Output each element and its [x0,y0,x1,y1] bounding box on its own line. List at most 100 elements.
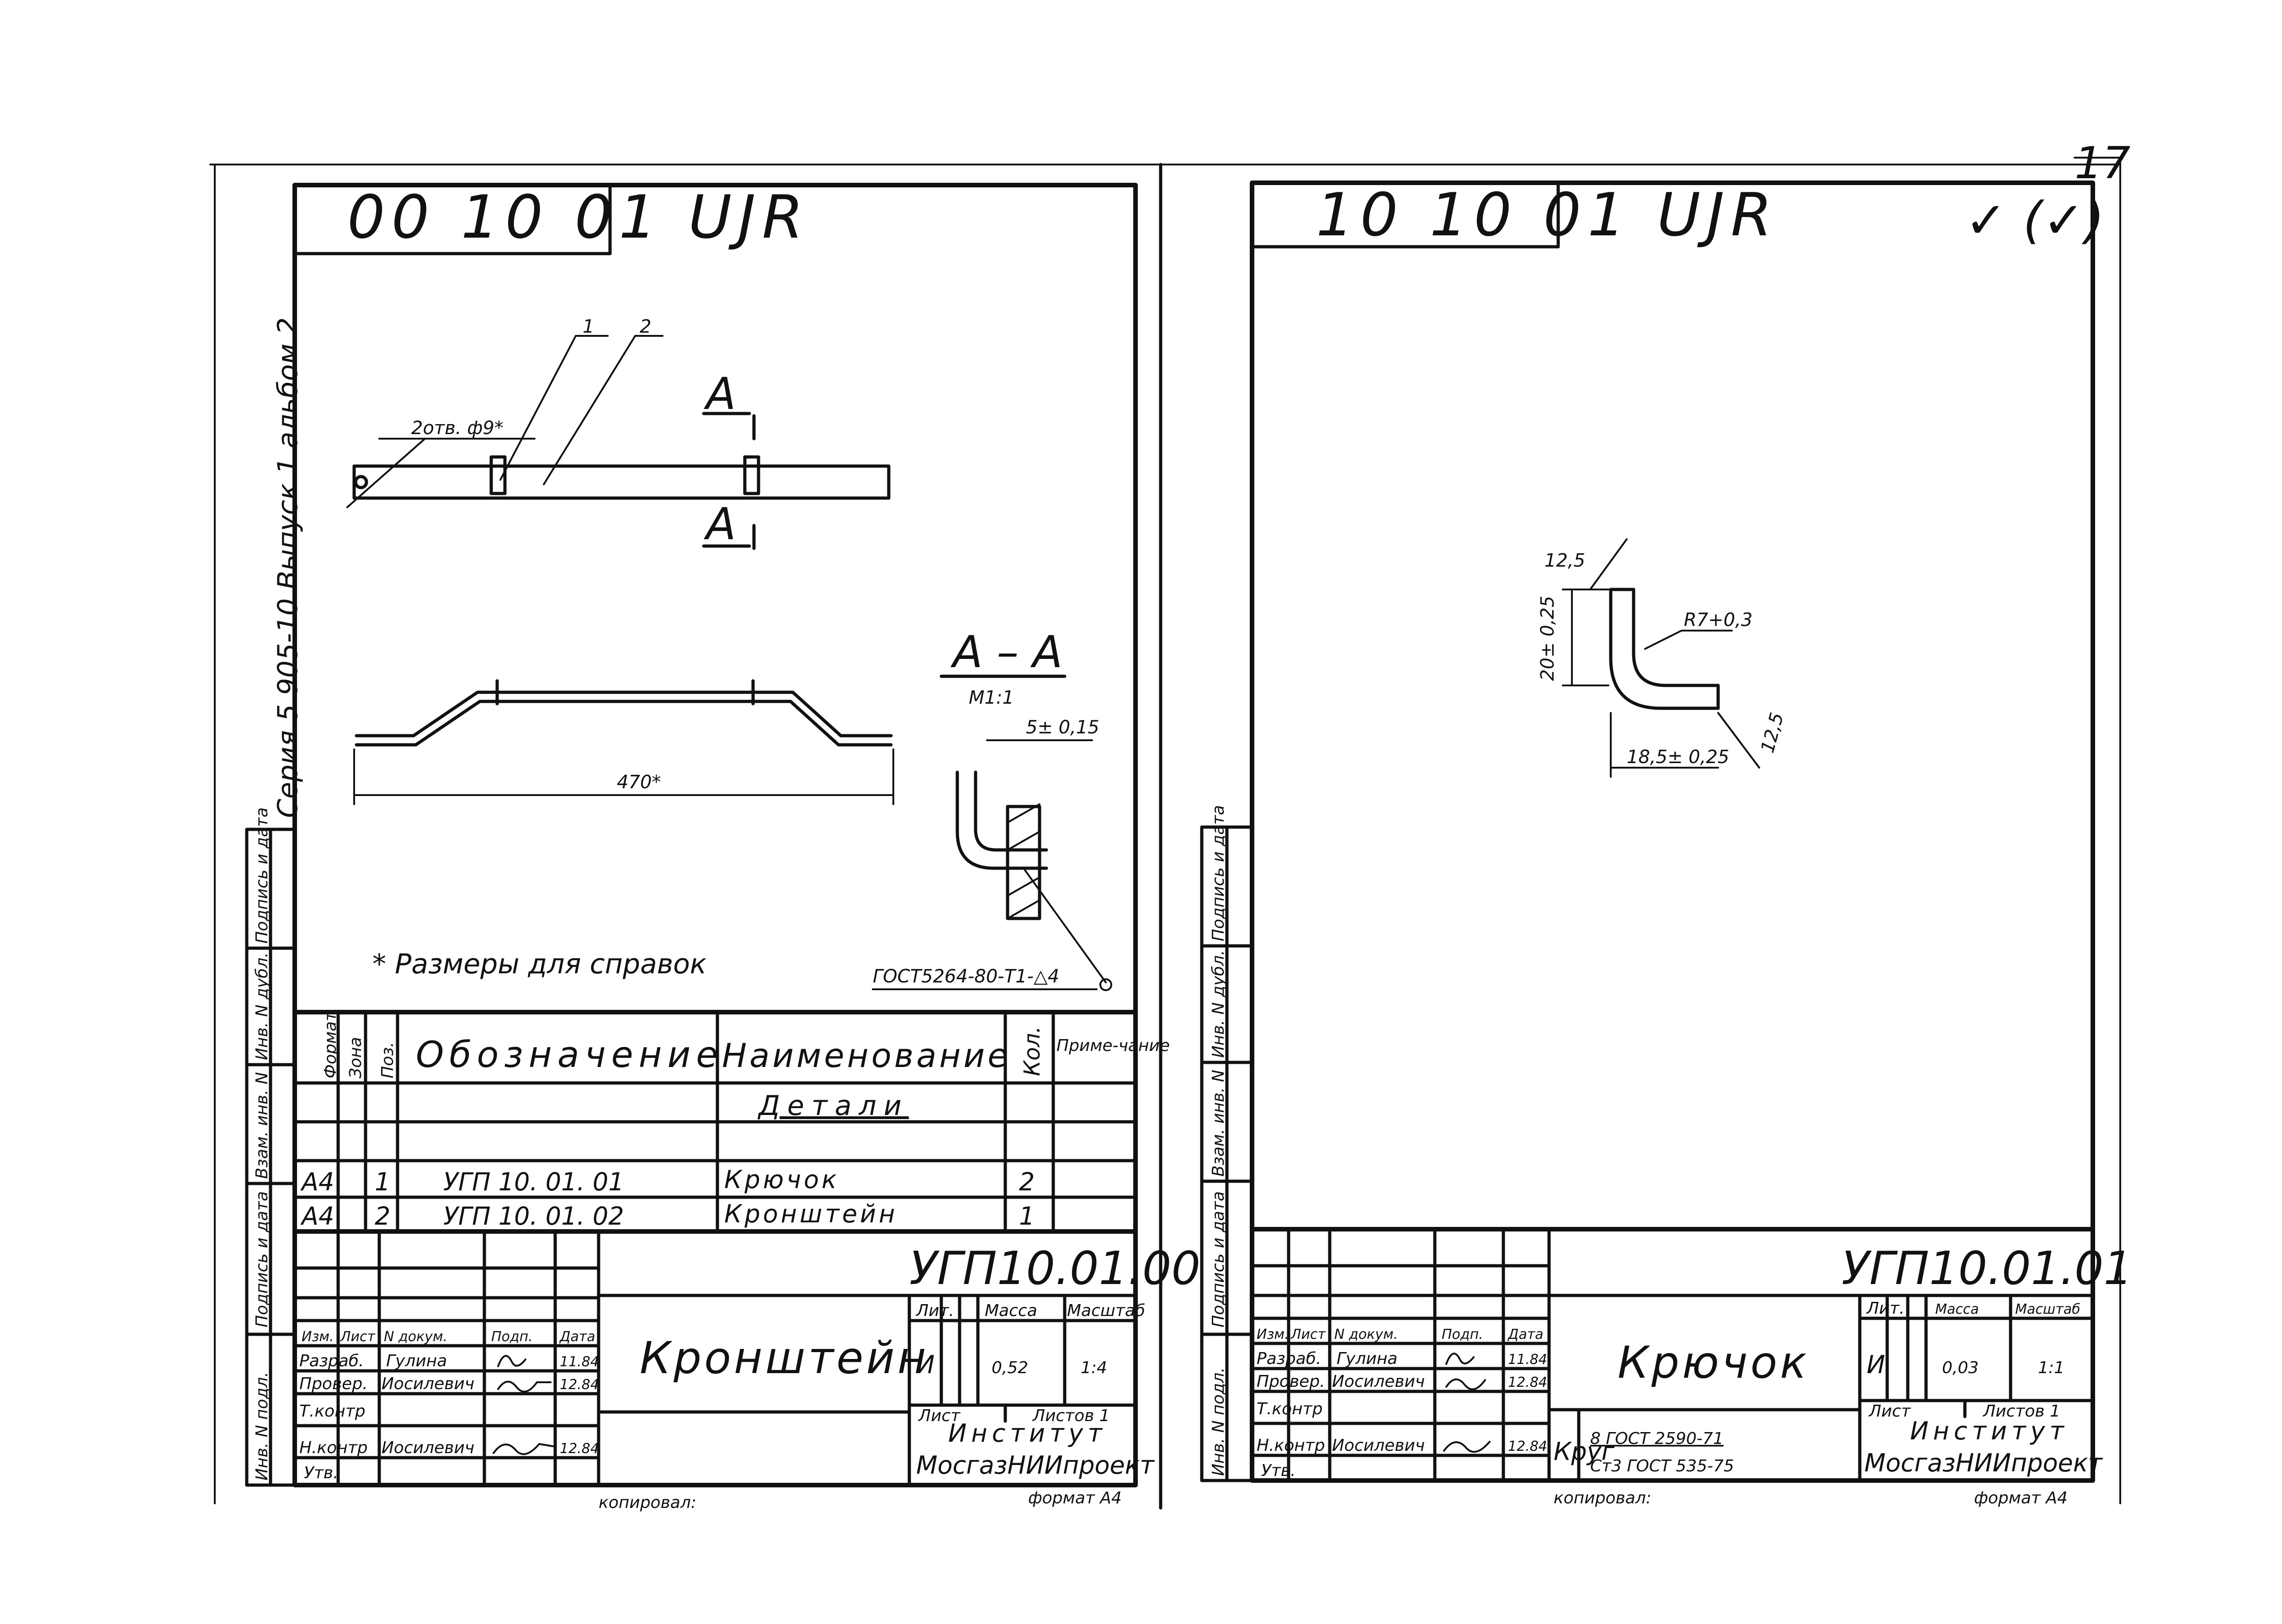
spec-header-name: Наименование [722,1036,1011,1075]
left-signature-check [497,1380,552,1393]
weld-note: ГОСТ5264-80-Т1-△4 [873,966,1059,987]
spec-header-note: Приме-чание [1056,1036,1170,1055]
right-role-dev-name: Гулина [1337,1349,1397,1368]
right-copied: копировал: [1554,1489,1651,1507]
spec-row-2-designation: УГП 10. 01. 02 [443,1202,624,1231]
right-role-check-date: 12.84 [1508,1375,1547,1390]
spec-row-1-format: А4 [300,1168,334,1196]
holes-callout: 2отв. ф9* [411,418,504,439]
spec-row-1-name: Крючок [724,1165,839,1194]
left-side-label-2: Подпись и дата [253,1191,271,1327]
left-role-approve: Утв. [304,1464,339,1482]
page-number: 17 [2075,138,2130,189]
left-mass-label: Масса [985,1301,1037,1320]
right-title-block [1250,1227,2095,1482]
dim-top: 12,5 [1544,550,1585,571]
page-outer-frame [209,157,2121,1510]
left-lit-label: Лит. [915,1301,954,1320]
spec-header-format: Формат [321,1011,340,1078]
left-sign-h-ndoc: N докум. [384,1329,447,1345]
right-scale-value: 1:1 [2038,1359,2064,1377]
right-mass-value: 0,03 [1942,1359,1979,1377]
right-part-name: Крючок [1618,1337,1809,1388]
spec-header-qty: Кол. [1019,1026,1045,1076]
spec-row-1-qty: 2 [1019,1168,1035,1196]
right-signature-ncontrol [1443,1441,1491,1453]
left-stamp-code: 00 10 01 UJR [347,182,810,252]
left-role-dev-name: Гулина [386,1352,447,1370]
left-role-check-date: 12.84 [560,1377,599,1393]
spec-row-2-qty: 1 [1019,1202,1035,1231]
bracket-top-view [352,464,891,500]
right-lit-label: Лит. [1866,1299,1905,1318]
dim-radius: R7+0,3 [1684,610,1752,631]
spec-row-1-designation: УГП 10. 01. 01 [443,1168,624,1196]
right-material-3: Ст3 ГОСТ 535-75 [1590,1457,1734,1475]
right-sheet: 10 10 01 UJR Инв. N подл. Подпись и дата… [1200,180,2133,1507]
left-sign-h-izm: Изм. [302,1329,334,1345]
left-role-tcontrol: Т.контр [299,1402,366,1421]
right-side-label-3: Взам. инв. N [1209,1070,1228,1177]
left-role-ncontrol-name: Иосилевич [382,1438,474,1457]
right-scale-label: Масштаб [2015,1301,2080,1317]
left-institute-1: Институт [948,1419,1107,1448]
dim-diag: 12,5 [1757,711,1788,755]
right-material-1: Круг [1554,1437,1615,1466]
left-role-dev-date: 11.84 [560,1354,599,1370]
right-side-label-1: Инв. N подл. [1209,1367,1228,1476]
section-title: А – А [950,626,1062,678]
right-sign-h-izm: Изм. [1257,1327,1289,1343]
left-scale-value: 1:4 [1081,1359,1107,1377]
left-signature-dev [497,1355,526,1367]
length-dimension: 470* [617,772,661,793]
left-format: формат А4 [1028,1489,1122,1507]
right-doc-code: УГП10.01.01 [1842,1242,2133,1295]
right-sign-h-list: Лист [1290,1327,1327,1343]
left-lit-value: И [916,1350,934,1379]
left-sheet-label: Лист [918,1406,961,1425]
left-side-label-1: Инв. N подл. [253,1372,271,1481]
right-role-ncontrol: Н.контр [1257,1436,1325,1455]
left-side-label-3: Взам. инв. N [253,1072,271,1179]
right-side-label-4: Инв. N дубл. [1209,950,1228,1058]
dim-height: 20± 0,25 [1537,596,1558,681]
section-mark-top: А [703,368,736,419]
right-signature-dev [1445,1353,1475,1365]
right-role-tcontrol: Т.контр [1257,1400,1323,1418]
right-sheet-label: Лист [1868,1402,1911,1421]
right-lit-value: И [1867,1350,1885,1379]
spec-row-2-format: А4 [300,1202,334,1231]
right-role-check-name: Иосилевич [1332,1372,1425,1391]
left-spec-table [292,1010,1138,1233]
spec-row-2-name: Кронштейн [724,1199,897,1228]
left-sheet: 00 10 01 UJR Инв. N подл. Подпись и дата… [245,182,1200,1512]
right-role-approve: Утв. [1261,1461,1296,1480]
left-role-ncontrol: Н.контр [299,1438,368,1457]
right-side-label-5: Подпись и дата [1209,805,1228,941]
left-mass-value: 0,52 [992,1359,1028,1377]
callout-2: 2 [640,316,651,337]
callout-1: 1 [583,316,594,337]
right-role-dev: Разраб. [1257,1349,1321,1368]
left-signature-ncontrol [493,1443,554,1455]
left-role-check-name: Иосилевич [382,1375,474,1393]
left-role-dev: Разраб. [299,1352,364,1370]
right-role-ncontrol-date: 12.84 [1508,1438,1547,1454]
bracket-hole-1 [489,455,507,495]
checkmark-annotation: ✓ (✓) [1965,191,2104,249]
spec-header-zone: Зона [346,1037,365,1078]
dim-width: 18,5± 0,25 [1627,747,1729,768]
bracket-section-hatch [1006,805,1041,920]
right-role-ncontrol-name: Иосилевич [1332,1436,1425,1455]
bracket-hole-2 [743,455,760,495]
right-sheets-label: Листов 1 [1982,1402,2060,1421]
right-sign-h-ndoc: N докум. [1334,1327,1398,1343]
right-institute-1: Институт [1910,1417,2069,1445]
right-sign-h-date: Дата [1507,1327,1544,1343]
hook-section [955,770,1048,870]
left-sheets-label: Листов 1 [1032,1406,1110,1425]
section-mark-bottom: А [703,499,736,550]
spec-header-designation: Обозначение [416,1035,723,1076]
section-scale: М1:1 [969,687,1014,708]
left-sign-h-list: Лист [340,1329,376,1345]
